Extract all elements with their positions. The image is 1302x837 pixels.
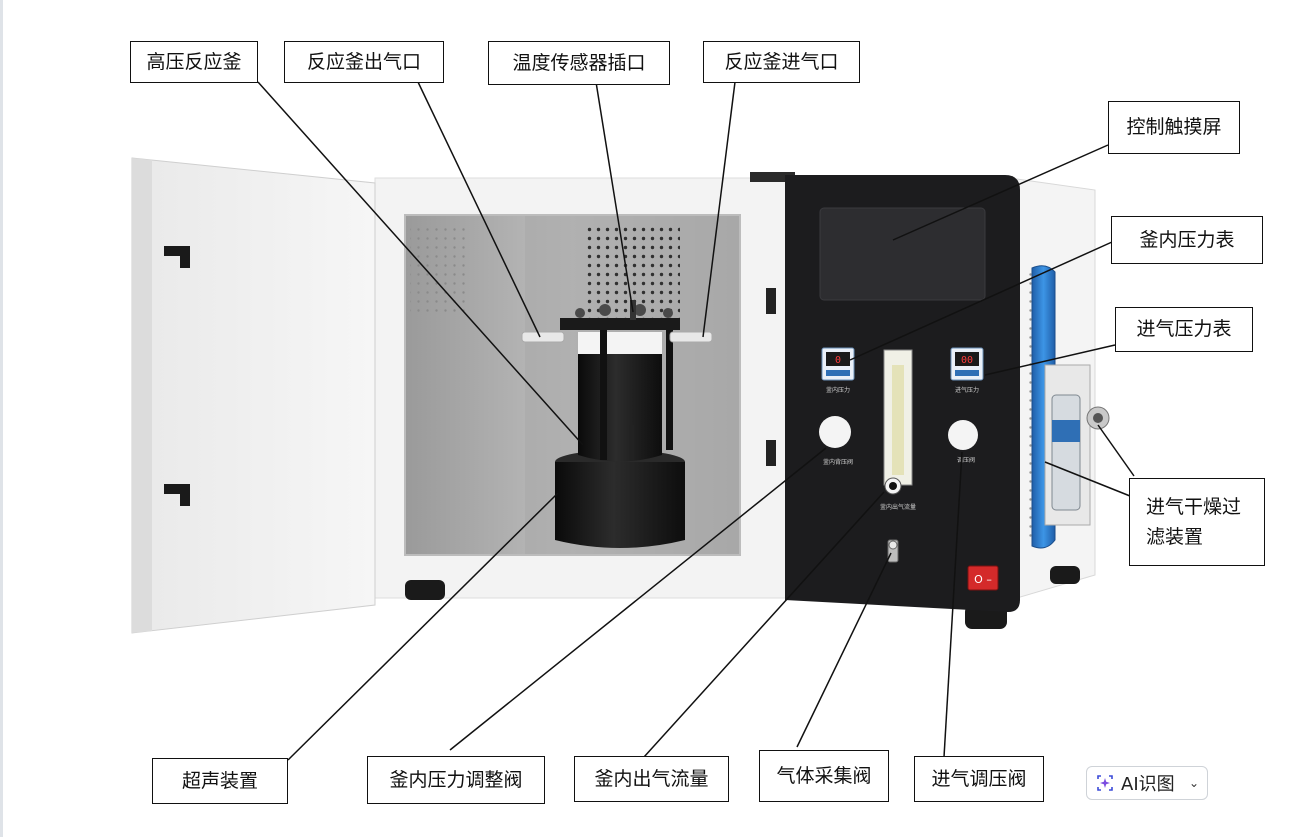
label-high-pressure-reactor: 高压反应釜 [130, 41, 258, 83]
svg-text:O –: O – [974, 573, 992, 586]
power-switch [967, 565, 999, 591]
reactor-white-band [578, 332, 662, 354]
ultrasonic-base [555, 462, 685, 548]
gauge2-caption: 进气压力 [955, 386, 979, 394]
ai-button-label: AI识图 [1121, 774, 1175, 795]
lid-bolt [663, 308, 673, 318]
lid-bolt [634, 304, 646, 316]
label-inlet-pressure-gauge: 进气压力表 [1115, 307, 1253, 352]
label-gas-sampling-valve: 气体采集阀 [759, 750, 889, 802]
label-inner-pressure-valve: 釜内压力调整阀 [367, 756, 545, 804]
label-ultrasonic-device: 超声装置 [152, 758, 288, 804]
valve1-caption: 釜内背压阀 [823, 458, 853, 466]
gauge1-caption: 釜内压力 [826, 386, 850, 394]
label-inner-pressure-gauge: 釜内压力表 [1111, 216, 1263, 264]
support-post [600, 330, 607, 460]
left-edge-divider [0, 0, 3, 837]
label-inlet-dryer-filter: 进气干燥过 滤装置 [1129, 478, 1265, 566]
label-inner-outflow: 釜内出气流量 [574, 756, 729, 802]
inner-pressure-valve-knob [819, 416, 851, 448]
housing-foot [1050, 566, 1080, 584]
label-inlet-dryer-filter-line2: 滤装置 [1146, 526, 1204, 548]
door-hinge [164, 484, 190, 506]
reactor-lid [560, 318, 680, 330]
latch-slot [766, 288, 776, 314]
label-reactor-outlet: 反应釜出气口 [284, 41, 444, 83]
chamber-shadow [404, 214, 741, 556]
ai-image-recognition-button[interactable]: AI识图 ⌄ [1086, 766, 1208, 800]
ai-sparkle-icon [1097, 775, 1113, 791]
sensor-rod [629, 425, 634, 460]
lid-bolt [599, 304, 611, 316]
door-edge [132, 158, 152, 633]
reactor-vessel [578, 345, 662, 462]
label-touch-screen: 控制触摸屏 [1108, 101, 1240, 154]
housing-foot [405, 580, 445, 600]
label-inlet-pressure-valve: 进气调压阀 [914, 756, 1044, 802]
label-inlet-dryer-filter-line1: 进气干燥过 [1146, 495, 1242, 518]
support-post [666, 330, 673, 450]
chamber-side-perforation [410, 225, 465, 315]
door-hinge [164, 246, 190, 268]
gauge1-display: 0 [835, 355, 841, 366]
side-vent [1024, 270, 1034, 540]
label-reactor-inlet: 反应釜进气口 [703, 41, 860, 83]
inlet-fitting [669, 331, 713, 343]
housing-top-handle [750, 172, 795, 182]
valve2-caption: 调压阀 [957, 456, 975, 464]
dryer-filter-body [1051, 394, 1081, 511]
latch-slot [766, 440, 776, 466]
lid-bolt [575, 308, 585, 318]
gauge2-display: 00 [961, 355, 973, 366]
leader-lines [257, 81, 1135, 761]
outlet-fitting [521, 331, 565, 343]
touch-screen [819, 207, 986, 301]
inlet-pressure-valve-knob [948, 420, 978, 450]
label-temp-sensor-port: 温度传感器插口 [488, 41, 670, 85]
flow-caption: 釜内出气流量 [880, 503, 916, 511]
chevron-down-icon: ⌄ [1188, 776, 1199, 790]
door-panel [131, 157, 376, 634]
